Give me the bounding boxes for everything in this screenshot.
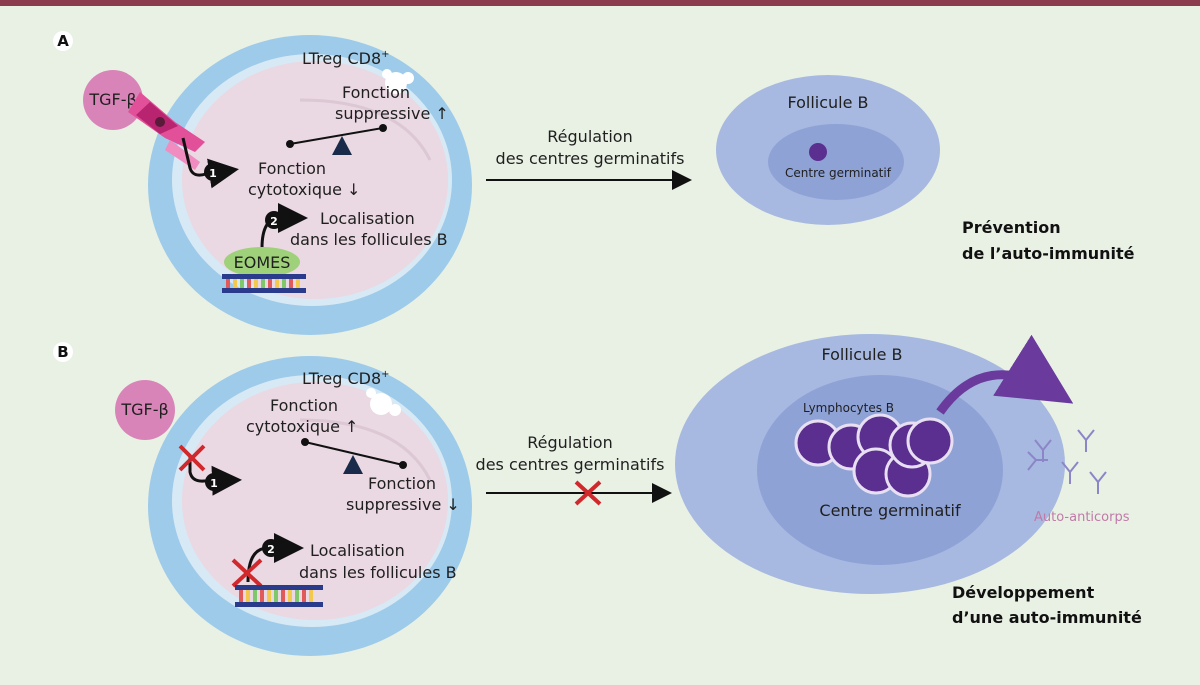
antibody-icon: [1061, 461, 1079, 484]
cytoplasm-b: [182, 382, 448, 620]
balance-beam-b: [304, 441, 404, 466]
step-1-label-a: 1: [209, 167, 217, 180]
tgf-beta-receptor-icon: [128, 92, 205, 170]
regulation-line1-b: Régulation: [527, 433, 612, 452]
antibody-icon: [1089, 471, 1107, 494]
dna-icon: [222, 274, 306, 293]
bubble-icon: [382, 69, 392, 79]
lymphocytes-label: Lymphocytes B: [803, 401, 894, 415]
bubble-icon: [389, 404, 401, 416]
cell-highlight-a: [299, 98, 432, 161]
eomes-factor-icon: [224, 247, 300, 277]
antibody-icons: [1027, 429, 1107, 494]
regulation-line2-a: des centres germinatifs: [496, 149, 685, 168]
signal-arrow-1-b: [188, 455, 242, 496]
cell-label-a: LTreg CD8+: [302, 49, 390, 68]
tgf-beta-label-b: TGF-β: [120, 400, 168, 419]
dna-icon: [235, 585, 323, 607]
balance-fulcrum-icon: [332, 136, 352, 155]
loc-line1-a: Localisation: [320, 209, 415, 228]
germinal-center-label-b: Centre germinatif: [819, 501, 961, 520]
bubble-icon: [402, 72, 414, 84]
loc-line2-b: dans les follicules B: [299, 563, 457, 582]
panel-a: A LTreg CD8+ TGF-β 1 Fonction cytotoxiqu…: [53, 31, 1135, 335]
bubble-icon: [370, 393, 392, 415]
balance-end-icon: [379, 124, 387, 132]
curved-arrow-icon: [936, 334, 1074, 415]
tgf-beta-label-a: TGF-β: [88, 90, 136, 109]
bubble-icon: [366, 388, 376, 398]
func-top-line1-a: Fonction: [342, 83, 410, 102]
panel-a-letter: A: [57, 32, 69, 50]
antibody-icon: [1077, 429, 1095, 452]
inhibition-cross-icon: [178, 444, 206, 472]
tgf-beta-ligand-b: [115, 380, 175, 440]
step-2-badge-a: [265, 211, 283, 229]
inhibition-cross-icon: [574, 480, 602, 506]
balance-end-icon: [301, 438, 309, 446]
balance-end-icon: [286, 140, 294, 148]
regulation-line2-b: des centres germinatifs: [476, 455, 665, 474]
balance-beam-a: [289, 127, 384, 145]
step-1-badge-b: [205, 473, 223, 491]
func-top-line1-b: Fonction: [270, 396, 338, 415]
outcome-line1-a: Prévention: [962, 218, 1061, 237]
outcome-line2-a: de l’auto-immunité: [962, 244, 1135, 263]
b-cell-cluster: [794, 413, 954, 498]
func-bottom-line2-a: cytotoxique ↓: [248, 180, 360, 199]
step-2-label-b: 2: [267, 543, 275, 556]
loc-line1-b: Localisation: [310, 541, 405, 560]
panel-b-letter: B: [57, 343, 68, 361]
func-bottom-line1-b: Fonction: [368, 474, 436, 493]
cell-label-b: LTreg CD8+: [302, 369, 390, 388]
auto-antibodies-label: Auto-anticorps: [1034, 510, 1130, 525]
tgf-beta-ligand-a: [83, 70, 143, 130]
outcome-line2-b: d’une auto-immunité: [952, 608, 1142, 627]
germinal-center-a: [768, 124, 904, 200]
germinal-center-label-a: Centre germinatif: [785, 166, 892, 180]
b-cell-icon: [906, 417, 954, 465]
regulation-line1-a: Régulation: [547, 127, 632, 146]
cell-highlight-b: [299, 418, 432, 481]
panel-a-badge: [53, 31, 73, 51]
inhibition-cross-icon: [231, 558, 263, 588]
eomes-label: EOMES: [234, 253, 291, 272]
step-2-badge-b: [262, 539, 280, 557]
follicle-label-a: Follicule B: [787, 93, 868, 112]
follicle-label-b: Follicule B: [821, 345, 902, 364]
step-1-badge-a: [204, 163, 222, 181]
func-bottom-line1-a: Fonction: [258, 159, 326, 178]
panel-b: B LTreg CD8+ TGF-β 1 Fonction cytotoxiqu…: [53, 334, 1142, 656]
panel-b-badge: [53, 342, 73, 362]
diagram-svg: A LTreg CD8+ TGF-β 1 Fonction cytotoxiqu…: [53, 31, 1142, 656]
func-bottom-line2-b: suppressive ↓: [346, 495, 460, 514]
outcome-line1-b: Développement: [952, 583, 1095, 602]
func-top-line2-a: suppressive ↑: [335, 104, 449, 123]
func-top-line2-b: cytotoxique ↑: [246, 417, 358, 436]
balance-end-icon: [399, 461, 407, 469]
loc-line2-a: dans les follicules B: [290, 230, 448, 249]
step-2-label-a: 2: [270, 215, 278, 228]
b-cell-icon: [809, 143, 827, 161]
step-1-label-b: 1: [210, 477, 218, 490]
cytoplasm-a: [182, 61, 448, 299]
antibody-icon: [1027, 451, 1048, 471]
balance-fulcrum-icon: [343, 455, 363, 474]
